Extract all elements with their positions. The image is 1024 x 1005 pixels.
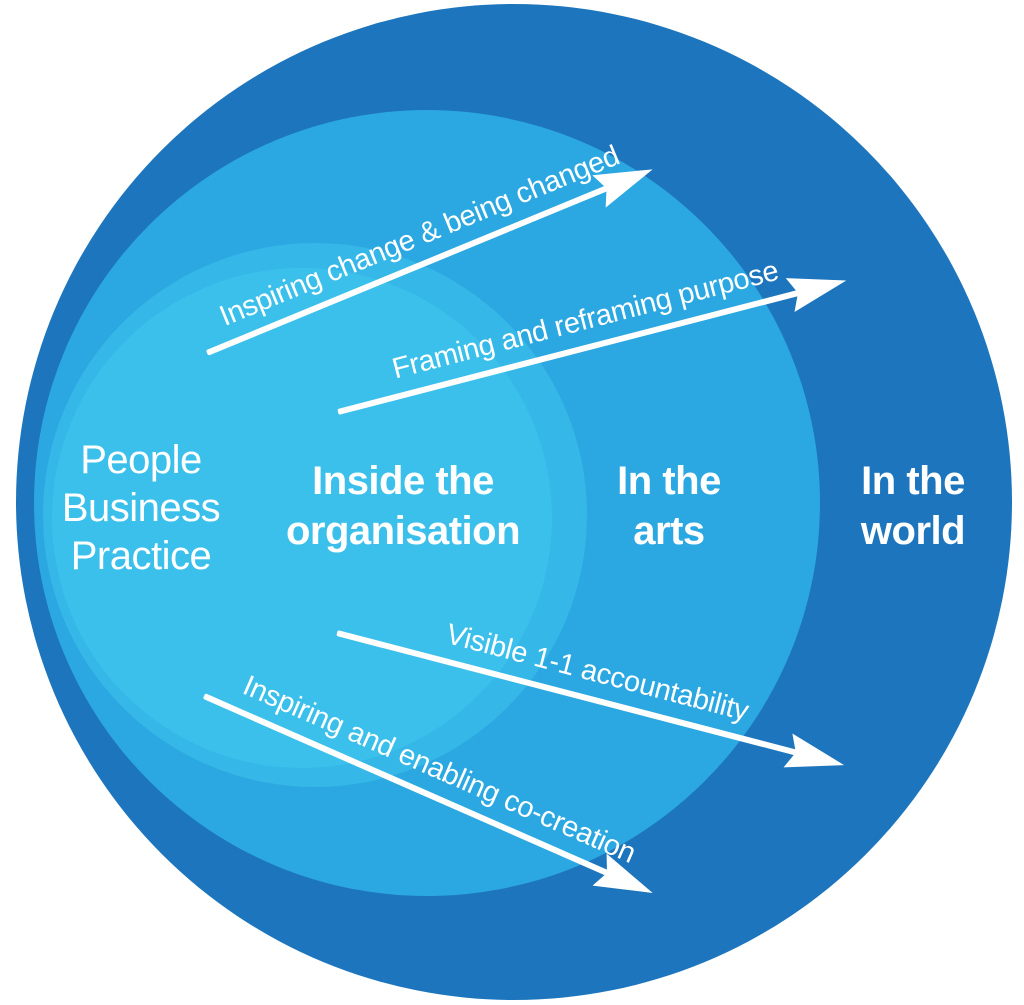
label-in-the-arts: In the arts <box>569 456 769 556</box>
core-label-line: People <box>80 438 202 482</box>
world-label-line: world <box>860 509 966 553</box>
core-label-line: Practice <box>70 534 212 578</box>
organisation-label-line: organisation <box>285 509 521 553</box>
label-people-business-practice: People Business Practice <box>21 436 261 580</box>
circle-core-people-business-practice <box>52 268 552 768</box>
arts-label-line: arts <box>633 509 705 553</box>
label-in-the-world: In the world <box>813 456 1013 556</box>
label-inside-the-organisation: Inside the organisation <box>243 456 563 556</box>
arts-label-line: In the <box>617 459 721 503</box>
core-label-line: Business <box>61 486 221 530</box>
organisation-label-line: Inside the <box>312 459 494 503</box>
world-label-line: In the <box>861 459 965 503</box>
